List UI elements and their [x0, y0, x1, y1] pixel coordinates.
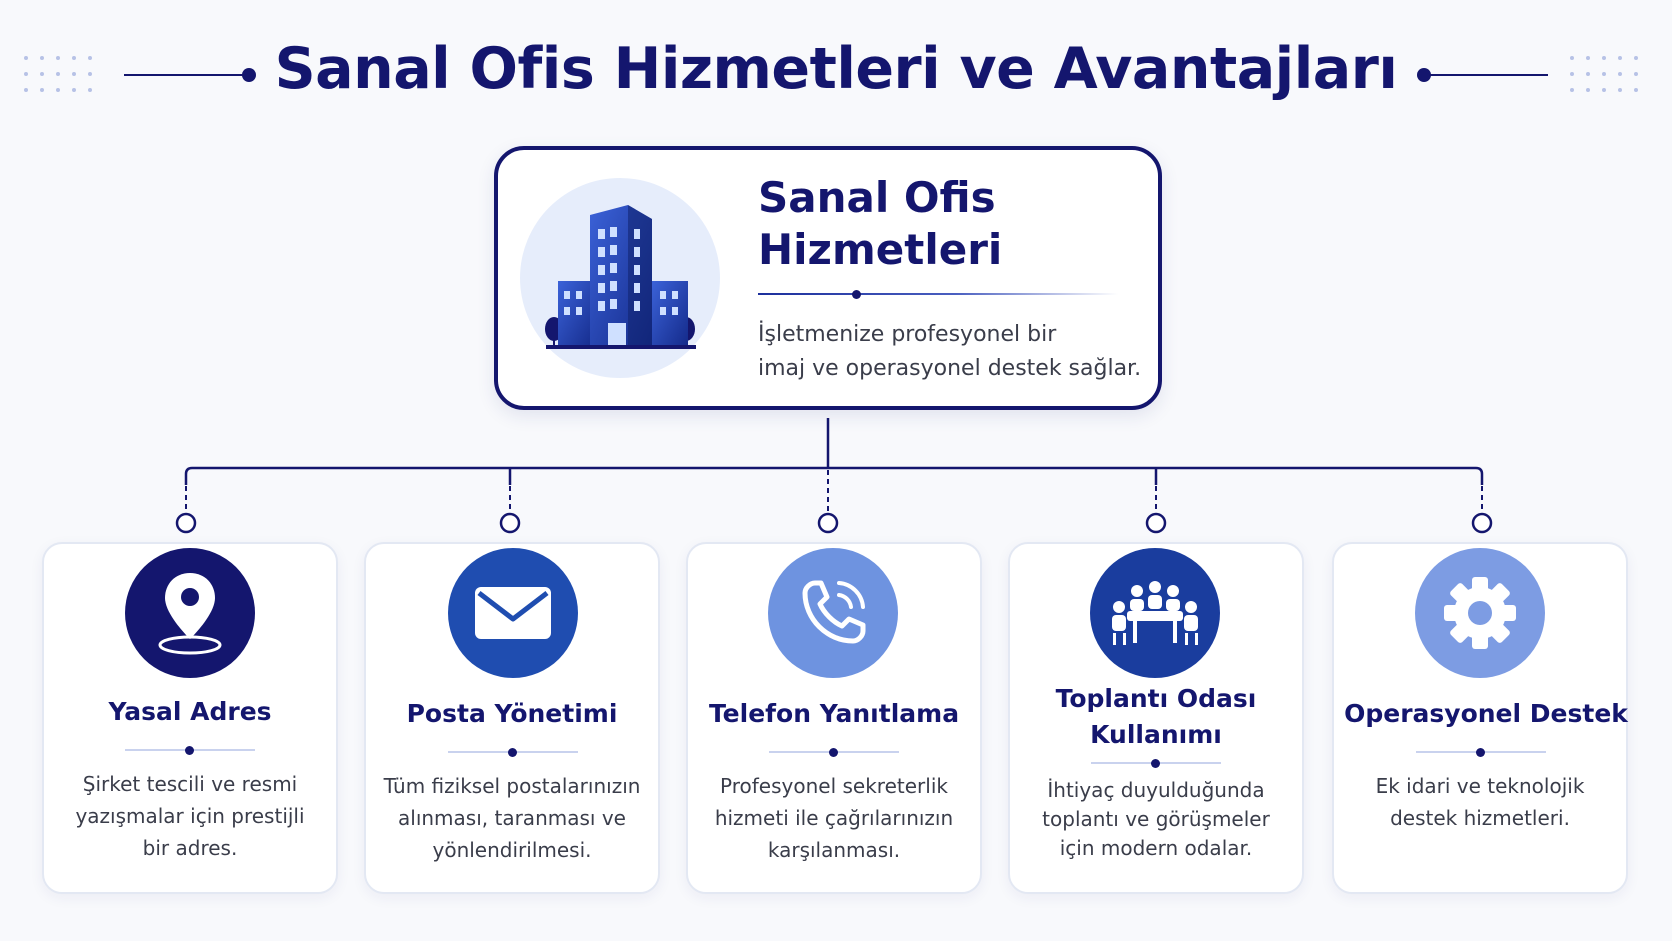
- service-title-toplanti-odasi: Toplantı Odası Kullanımı: [996, 681, 1316, 753]
- decorative-line-left: [124, 74, 248, 76]
- service-title-yasal-adres: Yasal Adres: [108, 697, 272, 726]
- service-icon-circle-operasyonel-destek: [1415, 548, 1545, 678]
- service-rule-dot-telefon-yanitlama: [829, 748, 838, 757]
- office-building-icon: [545, 205, 696, 349]
- page-title: Sanal Ofis Hizmetleri ve Avantajları: [274, 36, 1398, 102]
- service-rule-dot-toplanti-odasi: [1151, 759, 1160, 768]
- main-card-rule-dot: [852, 290, 861, 299]
- service-rule-dot-posta-yonetimi: [508, 748, 517, 757]
- service-desc-line: yönlendirilmesi.: [432, 838, 592, 862]
- main-card-description: İşletmenize profesyonel bir imaj ve oper…: [758, 318, 1148, 386]
- service-desc-line: bir adres.: [142, 836, 238, 860]
- service-desc-line: Ek idari ve teknolojik: [1375, 774, 1585, 798]
- service-desc-telefon-yanitlama: Profesyonel sekreterlik hizmeti ile çağr…: [689, 770, 979, 866]
- service-title-line1: Toplantı Odası: [1055, 684, 1257, 713]
- service-icon-circle-toplanti-odasi: [1090, 548, 1220, 678]
- decorative-dot-grid-left: [24, 56, 104, 104]
- service-desc-line: yazışmalar için prestijli: [75, 804, 305, 828]
- service-icon-circle-yasal-adres: [125, 548, 255, 678]
- service-title-posta-yonetimi: Posta Yönetimi: [406, 699, 618, 728]
- decorative-line-right: [1424, 74, 1548, 76]
- service-desc-operasyonel-destek: Ek idari ve teknolojik destek hizmetleri…: [1335, 770, 1625, 834]
- main-card-desc-line1: İşletmenize profesyonel bir: [758, 322, 1057, 347]
- service-desc-yasal-adres: Şirket tescili ve resmi yazışmalar için …: [45, 768, 335, 864]
- decorative-dot-grid-right: [1570, 56, 1650, 104]
- main-card-title-line2: Hizmetleri: [758, 225, 1003, 274]
- service-desc-line: Profesyonel sekreterlik: [720, 774, 948, 798]
- service-title-telefon-yanitlama: Telefon Yanıtlama: [708, 699, 960, 728]
- service-title-line2: Kullanımı: [1090, 720, 1222, 749]
- service-rule-dot-operasyonel-destek: [1476, 748, 1485, 757]
- service-desc-line: karşılanması.: [767, 838, 901, 862]
- service-icon-circle-telefon-yanitlama: [768, 548, 898, 678]
- service-rule-dot-yasal-adres: [185, 746, 194, 755]
- envelope-icon: [475, 587, 551, 639]
- main-card-title-line1: Sanal Ofis: [758, 173, 996, 222]
- service-desc-line: Şirket tescili ve resmi: [82, 772, 298, 796]
- main-card-desc-line2: imaj ve operasyonel destek sağlar.: [758, 356, 1142, 381]
- service-desc-line: alınması, taranması ve: [398, 806, 626, 830]
- phone-icon: [802, 580, 866, 644]
- service-desc-line: için modern odalar.: [1059, 836, 1253, 860]
- service-desc-line: Tüm fiziksel postalarınızın: [383, 774, 641, 798]
- service-desc-line: hizmeti ile çağrılarınızın: [714, 806, 954, 830]
- gear-icon: [1444, 577, 1516, 649]
- service-title-operasyonel-destek: Operasyonel Destek: [1344, 699, 1628, 728]
- service-icon-circle-posta-yonetimi: [448, 548, 578, 678]
- service-desc-toplanti-odasi: İhtiyaç duyulduğunda toplantı ve görüşme…: [1011, 776, 1301, 863]
- main-card-rule: [758, 293, 1118, 295]
- service-desc-posta-yonetimi: Tüm fiziksel postalarınızın alınması, ta…: [367, 770, 657, 866]
- main-card-title: Sanal Ofis Hizmetleri: [758, 172, 1138, 276]
- meeting-room-icon: [1112, 581, 1198, 645]
- service-desc-line: destek hizmetleri.: [1390, 806, 1570, 830]
- decorative-knob-left: [242, 68, 256, 82]
- service-desc-line: toplantı ve görüşmeler: [1042, 807, 1270, 831]
- service-desc-line: İhtiyaç duyulduğunda: [1047, 778, 1265, 802]
- location-pin-icon: [158, 573, 222, 655]
